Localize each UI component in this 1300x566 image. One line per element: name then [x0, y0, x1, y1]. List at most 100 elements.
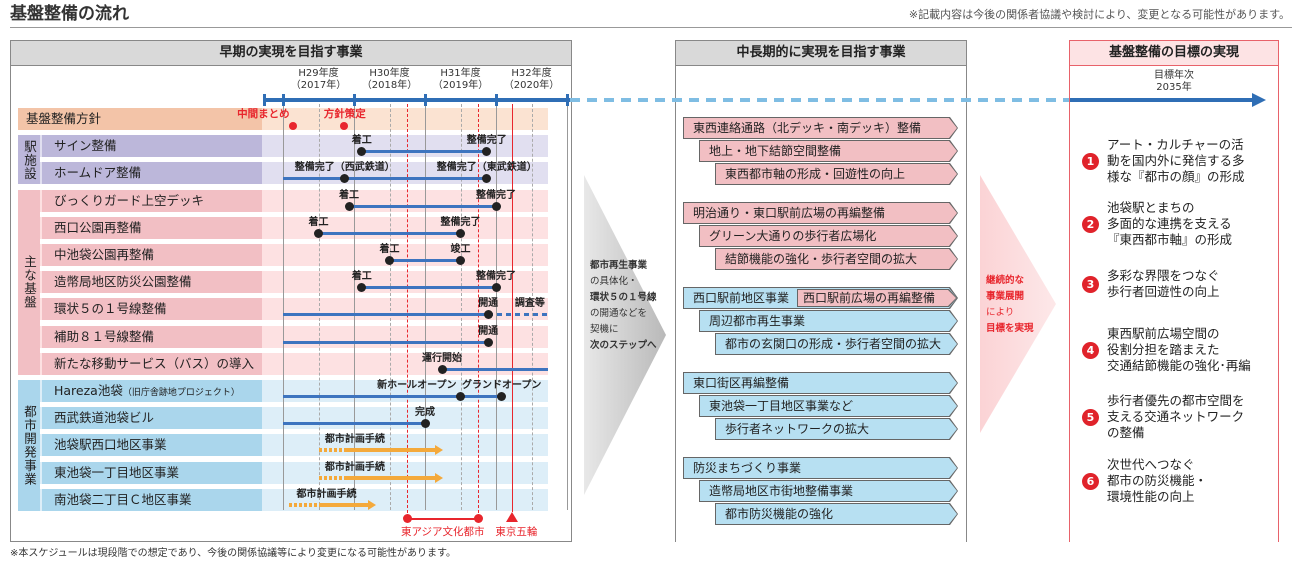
- row-label: 新たな移動サービス（バス）の導入: [42, 352, 262, 375]
- transition-line: 継続的な: [986, 275, 1025, 286]
- year-ad: （2018年）: [361, 80, 418, 91]
- event-label: 完成: [415, 407, 435, 419]
- event-label: 新ホールオープン: [377, 380, 457, 391]
- schedule-bar: [283, 340, 489, 344]
- goal-panel-title: 基盤整備の目標の実現: [1070, 41, 1278, 66]
- schedule-bar: [389, 259, 461, 262]
- goal-text: 次世代へつなぐ 都市の防災機能・ 環境性能の向上: [1107, 457, 1208, 504]
- row-label-text: Hareza池袋: [54, 383, 123, 398]
- row-label-text: 南池袋二丁目Ｃ地区事業: [54, 491, 192, 507]
- row-label-text: 西口公園再整備: [54, 219, 142, 235]
- event-dot: [483, 337, 493, 347]
- row-label: 基盤整備方針: [18, 108, 262, 130]
- event-label: 整備完了: [466, 135, 507, 147]
- culture-city-dot: [403, 514, 413, 523]
- row-label-text: 環状５の１号線整備: [54, 301, 167, 317]
- event-dot: [340, 122, 349, 130]
- project-step-fill: [684, 118, 957, 138]
- goal-axis: [1070, 98, 1254, 102]
- transition-line: 目標を実現: [986, 323, 1034, 334]
- event-label: 整備完了: [476, 271, 516, 283]
- axis-tick: [566, 94, 569, 106]
- goal-text: アート・カルチャーの活 動を国内外に発信する多 様な『都市の顔』の形成: [1107, 137, 1245, 184]
- event-dot: [482, 174, 492, 184]
- row-label: 南池袋二丁目Ｃ地区事業: [42, 488, 262, 511]
- row-label-text: 基盤整備方針: [26, 111, 102, 126]
- project-step: 明治通り・東口駅前広場の再編整備: [683, 202, 958, 224]
- project-step-label: 東西連絡通路（北デッキ・南デッキ）整備: [693, 121, 922, 135]
- event-dot: [456, 256, 465, 265]
- procedure-label: 都市計画手続: [296, 488, 357, 500]
- culture-city-bar: [407, 518, 479, 520]
- schedule-bar: [283, 395, 502, 398]
- early-panel-title: 早期の実現を目指す事業: [11, 41, 571, 66]
- goal-number-badge: 6: [1082, 472, 1099, 490]
- event-label: 中間まとめ: [237, 108, 290, 120]
- project-step: 東西連絡通路（北デッキ・南デッキ）整備: [683, 117, 958, 139]
- transition-text: 都市再生事業 の具体化・ 環状５の１号線 の開通などを 契機に 次のステップへ: [590, 258, 657, 354]
- title-divider: [10, 27, 1292, 28]
- transition-line: の開通などを: [590, 308, 648, 319]
- event-dot: [357, 147, 367, 157]
- axis-arrow-icon: [1252, 93, 1266, 107]
- event-dot: [344, 201, 354, 211]
- year-label: H31年度（2019年）: [426, 68, 496, 92]
- project-step-label: 東池袋一丁目地区事業など: [709, 399, 854, 413]
- schedule-dotted-bar: [488, 313, 548, 317]
- transition-line: 事業展開: [986, 291, 1025, 302]
- row-label: 環状５の１号線整備: [42, 298, 262, 321]
- row-label-text: ホームドア整備: [54, 165, 142, 181]
- event-label: 着工: [308, 216, 329, 228]
- procedure-dotted-bar: [318, 475, 347, 480]
- project-step-label: グリーン大通りの歩行者広場化: [709, 229, 877, 243]
- project-step-label: 周辺都市再生事業: [709, 314, 806, 328]
- row-label-text: びっくりガード上空デッキ: [54, 192, 205, 208]
- procedure-dotted-bar: [318, 448, 347, 453]
- year-boundary-line: [354, 96, 355, 510]
- goal-number-badge: 2: [1082, 215, 1099, 233]
- year-label: H32年度（2020年）: [497, 68, 567, 92]
- project-step-label: 東西都市軸の形成・回遊性の向上: [725, 167, 906, 181]
- row-label: 池袋駅西口地区事業: [42, 434, 262, 457]
- culture-city-line: [478, 104, 480, 518]
- schedule-bar: [283, 313, 489, 317]
- event-label: 整備完了（東武鉄道）: [436, 162, 537, 174]
- year-era: H30年度: [369, 68, 410, 79]
- culture-city-line: [407, 104, 409, 518]
- culture-city-dot: [474, 514, 484, 523]
- event-dot: [340, 174, 350, 184]
- project-step: 都市防災機能の強化: [715, 503, 958, 525]
- row-label-text: 補助８１号線整備: [54, 328, 155, 344]
- project-step-label: 東口街区再編整備: [693, 376, 790, 390]
- goal-text: 歩行者優先の都市空間を 支える交通ネットワーク の整備: [1107, 393, 1245, 440]
- project-step-label: 造幣局地区市街地整備事業: [709, 484, 854, 498]
- project-step-fill: [716, 249, 957, 269]
- procedure-bar: [346, 475, 437, 480]
- row-label-text: 中池袋公園再整備: [54, 247, 155, 262]
- event-label: グランドオープン: [461, 380, 542, 391]
- project-step-label: 都市の玄関口の形成・歩行者空間の拡大: [725, 337, 942, 351]
- year-era: H32年度: [511, 68, 552, 79]
- event-dot: [491, 283, 501, 293]
- goal-panel: 基盤整備の目標の実現 目標年次 2035年: [1069, 40, 1279, 542]
- project-step: 結節機能の強化・歩行者空間の拡大: [715, 248, 958, 270]
- project-step-label: 明治通り・東口駅前広場の再編整備: [693, 206, 886, 220]
- row-label: 中池袋公園再整備: [42, 244, 262, 266]
- row-label-text: サイン整備: [54, 138, 117, 154]
- event-dot: [420, 419, 430, 429]
- project-step-fill: [684, 373, 957, 393]
- target-year-label: 目標年次: [1154, 70, 1194, 81]
- row-label: 西武鉄道池袋ビル: [42, 407, 262, 430]
- group-label: 主な基盤: [18, 189, 40, 375]
- axis-tick: [353, 94, 356, 106]
- event-label: 竣工: [450, 244, 471, 255]
- procedure-bar: [318, 502, 370, 507]
- project-step: 防災まちづくり事業: [683, 457, 958, 479]
- row-label: 東池袋一丁目地区事業: [42, 461, 262, 484]
- event-label: 開通: [478, 325, 499, 337]
- row-label: 造幣局地区防災公園整備: [42, 271, 262, 294]
- goal-number-badge: 4: [1082, 341, 1099, 359]
- dotted-label: 調査等: [514, 298, 545, 310]
